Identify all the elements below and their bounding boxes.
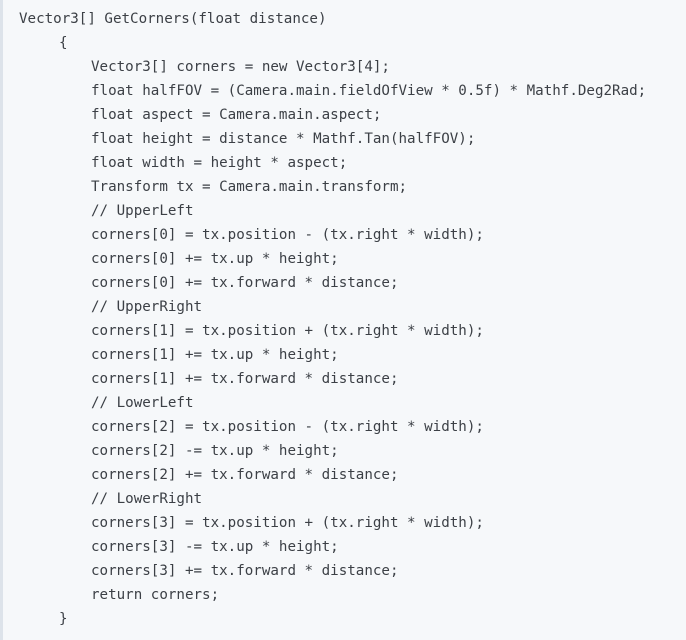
code-line: corners[0] = tx.position - (tx.right * w…: [91, 227, 484, 243]
code-line: // UpperRight: [91, 299, 203, 315]
code-line: corners[0] += tx.up * height;: [91, 251, 339, 267]
code-line: corners[3] += tx.forward * distance;: [91, 563, 399, 579]
code-line: corners[1] += tx.forward * distance;: [91, 371, 399, 387]
code-line: corners[2] = tx.position - (tx.right * w…: [91, 419, 484, 435]
code-line: return corners;: [91, 587, 220, 603]
code-line: corners[3] -= tx.up * height;: [91, 539, 339, 555]
code-line: float width = height * aspect;: [91, 155, 348, 171]
code-line: corners[2] -= tx.up * height;: [91, 443, 339, 459]
code-line: corners[1] += tx.up * height;: [91, 347, 339, 363]
code-line: }: [59, 611, 68, 627]
code-line: float height = distance * Mathf.Tan(half…: [91, 131, 476, 147]
code-line: corners[0] += tx.forward * distance;: [91, 275, 399, 291]
code-line: float halfFOV = (Camera.main.fieldOfView…: [91, 83, 647, 99]
code-line: Transform tx = Camera.main.transform;: [91, 179, 408, 195]
code-line: corners[2] += tx.forward * distance;: [91, 467, 399, 483]
code-line: corners[3] = tx.position + (tx.right * w…: [91, 515, 484, 531]
code-line: Vector3[] corners = new Vector3[4];: [91, 59, 390, 75]
code-line: // UpperLeft: [91, 203, 194, 219]
code-line: {: [59, 35, 68, 51]
code-line: Vector3[] GetCorners(float distance): [19, 11, 327, 27]
code-line: // LowerLeft: [91, 395, 194, 411]
code-line: corners[1] = tx.position + (tx.right * w…: [91, 323, 484, 339]
code-line: float aspect = Camera.main.aspect;: [91, 107, 382, 123]
code-line: // LowerRight: [91, 491, 203, 507]
